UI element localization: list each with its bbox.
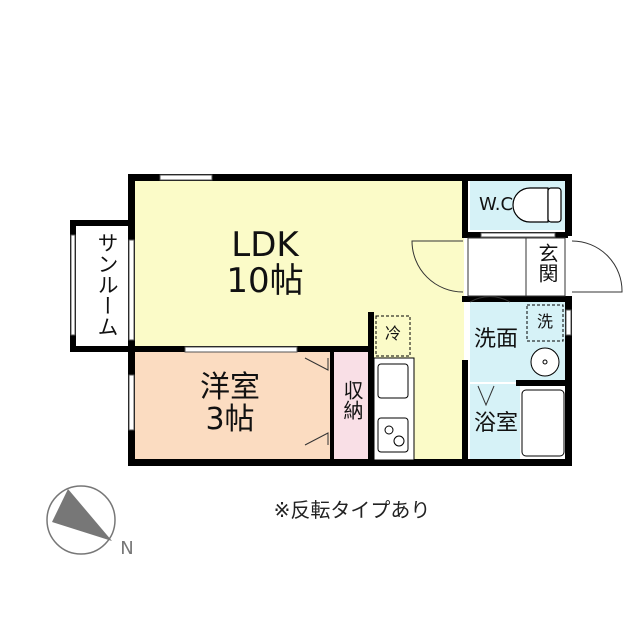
room-ldk-name: LDK [231, 225, 299, 265]
western-room-fill [134, 350, 332, 460]
bathroom-fill [470, 384, 520, 460]
storage-fill [334, 350, 372, 460]
washer-icon [526, 304, 564, 342]
room-sunroom: サンルーム [95, 232, 119, 337]
kitchen-sink-icon [377, 363, 409, 399]
room-wc: W.C [478, 194, 514, 215]
fridge-icon [375, 315, 411, 357]
stove-icon [377, 417, 409, 453]
room-western-name: 洋室 [200, 370, 260, 405]
toilet-icon [512, 187, 562, 223]
bathtub-icon [521, 389, 565, 457]
room-storage: 収納 [340, 380, 364, 420]
room-ldk-size: 10帖 [226, 260, 304, 301]
room-bathroom: 浴室 [473, 411, 518, 436]
entrance-step [467, 237, 527, 297]
room-western: 洋室 3帖 [175, 372, 285, 435]
doors [304, 240, 623, 446]
room-washroom: 洗面 [473, 327, 518, 352]
sink-icon [530, 347, 560, 377]
room-ldk: LDK 10帖 [205, 225, 325, 301]
compass-north-label: N [120, 538, 134, 559]
washer-label: 洗 [536, 312, 553, 331]
fridge-label: 冷 [384, 324, 401, 343]
kitchen-counter [373, 357, 415, 461]
room-entrance: 玄関 [535, 243, 559, 283]
room-western-size: 3帖 [205, 401, 255, 437]
reversed-type-note: ※反転タイプあり [273, 498, 431, 522]
compass-icon [46, 485, 116, 555]
windows [70, 174, 572, 431]
